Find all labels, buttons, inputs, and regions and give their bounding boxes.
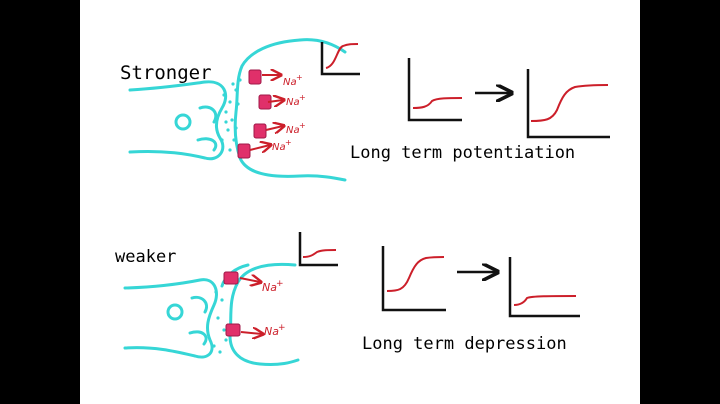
sodium-charge: + xyxy=(285,138,292,147)
sodium-charge: + xyxy=(278,323,286,333)
ltp-after-graph xyxy=(526,69,610,139)
weaker-label: weaker xyxy=(115,247,176,267)
sodium-label: Na xyxy=(264,325,279,338)
ltd-after-graph xyxy=(508,257,580,318)
inset-graph-weak xyxy=(298,232,338,267)
sodium-label: Na xyxy=(286,125,300,136)
sodium-ions-strong: Na + Na + Na + Na + xyxy=(272,73,306,153)
receptors-weak xyxy=(223,271,241,337)
ltp-label: Long term potentiation xyxy=(350,143,575,163)
sodium-label: Na xyxy=(262,281,277,294)
ion-arrows-weak xyxy=(239,278,262,334)
sodium-charge: + xyxy=(299,93,306,102)
presynaptic-terminal-strong xyxy=(128,80,228,161)
ltp-before-graph xyxy=(407,58,463,122)
sodium-ions-weak: Na + Na + xyxy=(262,279,286,338)
receptors-strong xyxy=(237,69,272,159)
ltd-before-graph xyxy=(381,246,446,312)
ltd-label: Long term depression xyxy=(362,334,567,354)
postsynaptic-terminal-strong xyxy=(233,38,347,182)
sodium-label: Na xyxy=(272,142,286,153)
sodium-charge: + xyxy=(299,121,306,130)
whiteboard-panel xyxy=(80,0,640,404)
sodium-label: Na xyxy=(283,77,297,88)
sodium-label: Na xyxy=(286,97,300,108)
inset-graph-strong xyxy=(320,42,360,76)
sodium-charge: + xyxy=(296,73,303,82)
sodium-charge: + xyxy=(276,279,284,289)
presynaptic-terminal-weak xyxy=(123,278,218,359)
neurotransmitter-dots-weak xyxy=(212,290,228,354)
stronger-label: Stronger xyxy=(120,62,212,84)
ion-arrows-strong xyxy=(249,75,283,150)
neurotransmitter-dots-strong xyxy=(220,78,244,152)
